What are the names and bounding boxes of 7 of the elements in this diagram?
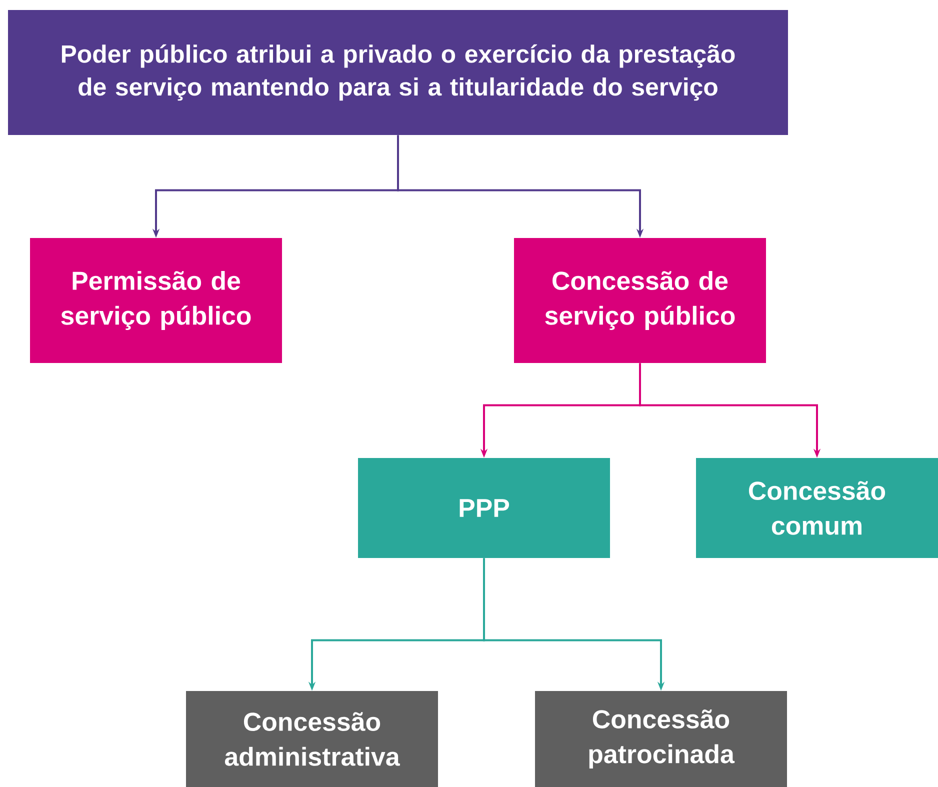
box: Poder público atribui a privado o exercício da prestação de serviço mantendo para si a titularidade do serviço	[8, 10, 788, 135]
box: Concessão de serviço público	[514, 238, 766, 363]
box: Concessão patrocinada	[535, 691, 787, 787]
box: PPP	[358, 458, 610, 558]
box: Permissão de serviço público	[30, 238, 282, 363]
box: Concessão comum	[696, 458, 938, 558]
box: Concessão administrativa	[186, 691, 438, 787]
